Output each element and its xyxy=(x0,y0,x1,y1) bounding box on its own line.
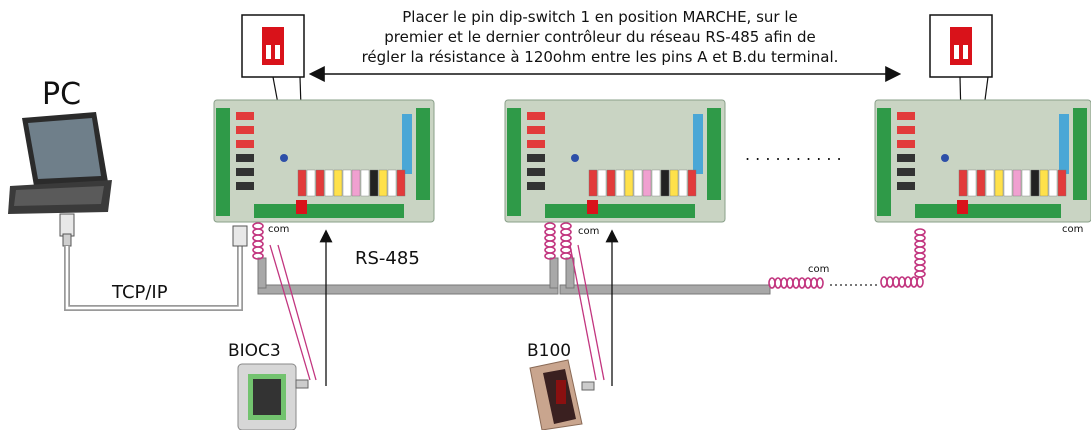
dip-switch-callout-right xyxy=(929,14,993,201)
bioc3-label: BIOC3 xyxy=(228,341,281,361)
controller-last xyxy=(874,99,1091,223)
b100-reader-icon xyxy=(529,359,595,430)
com-label-last: com xyxy=(1062,224,1083,235)
laptop-icon xyxy=(8,112,112,214)
rs485-bus xyxy=(257,257,880,295)
com-label-bus: com xyxy=(808,264,829,275)
controllers xyxy=(213,99,1091,223)
rj45-plug-icon-controller xyxy=(232,225,248,247)
coil-middle-controller-b xyxy=(560,222,572,260)
note-line-1: Placer le pin dip-switch 1 en position M… xyxy=(402,8,798,26)
pc-label: PC xyxy=(42,77,81,112)
reader-wires xyxy=(269,229,619,386)
controller-first xyxy=(213,99,435,223)
note-line-2: premier et le dernier contrôleur du rése… xyxy=(384,28,816,46)
com-label-first: com xyxy=(268,224,289,235)
rj45-plug-icon-pc xyxy=(59,213,75,247)
instruction-note: Placer le pin dip-switch 1 en position M… xyxy=(362,8,839,66)
rs485-label: RS-485 xyxy=(355,248,420,269)
coil-middle-controller-a xyxy=(544,222,556,260)
b100-label: B100 xyxy=(527,341,571,361)
coil-bus-end xyxy=(768,277,824,289)
coil-first-controller xyxy=(252,222,264,260)
bioc3-reader-icon xyxy=(237,363,309,430)
ellipsis-label: . . . . . . . . . . xyxy=(745,145,842,164)
note-line-3: régler la résistance à 120ohm entre les … xyxy=(362,48,839,66)
controller-middle xyxy=(504,99,726,223)
coil-last-controller-bottom xyxy=(880,276,924,288)
dip-switch-callout-left xyxy=(241,14,305,201)
coil-cables: com com com com xyxy=(252,222,1083,289)
tcpip-label: TCP/IP xyxy=(111,282,168,303)
com-label-middle: com xyxy=(578,226,599,237)
coil-last-controller xyxy=(914,228,926,278)
